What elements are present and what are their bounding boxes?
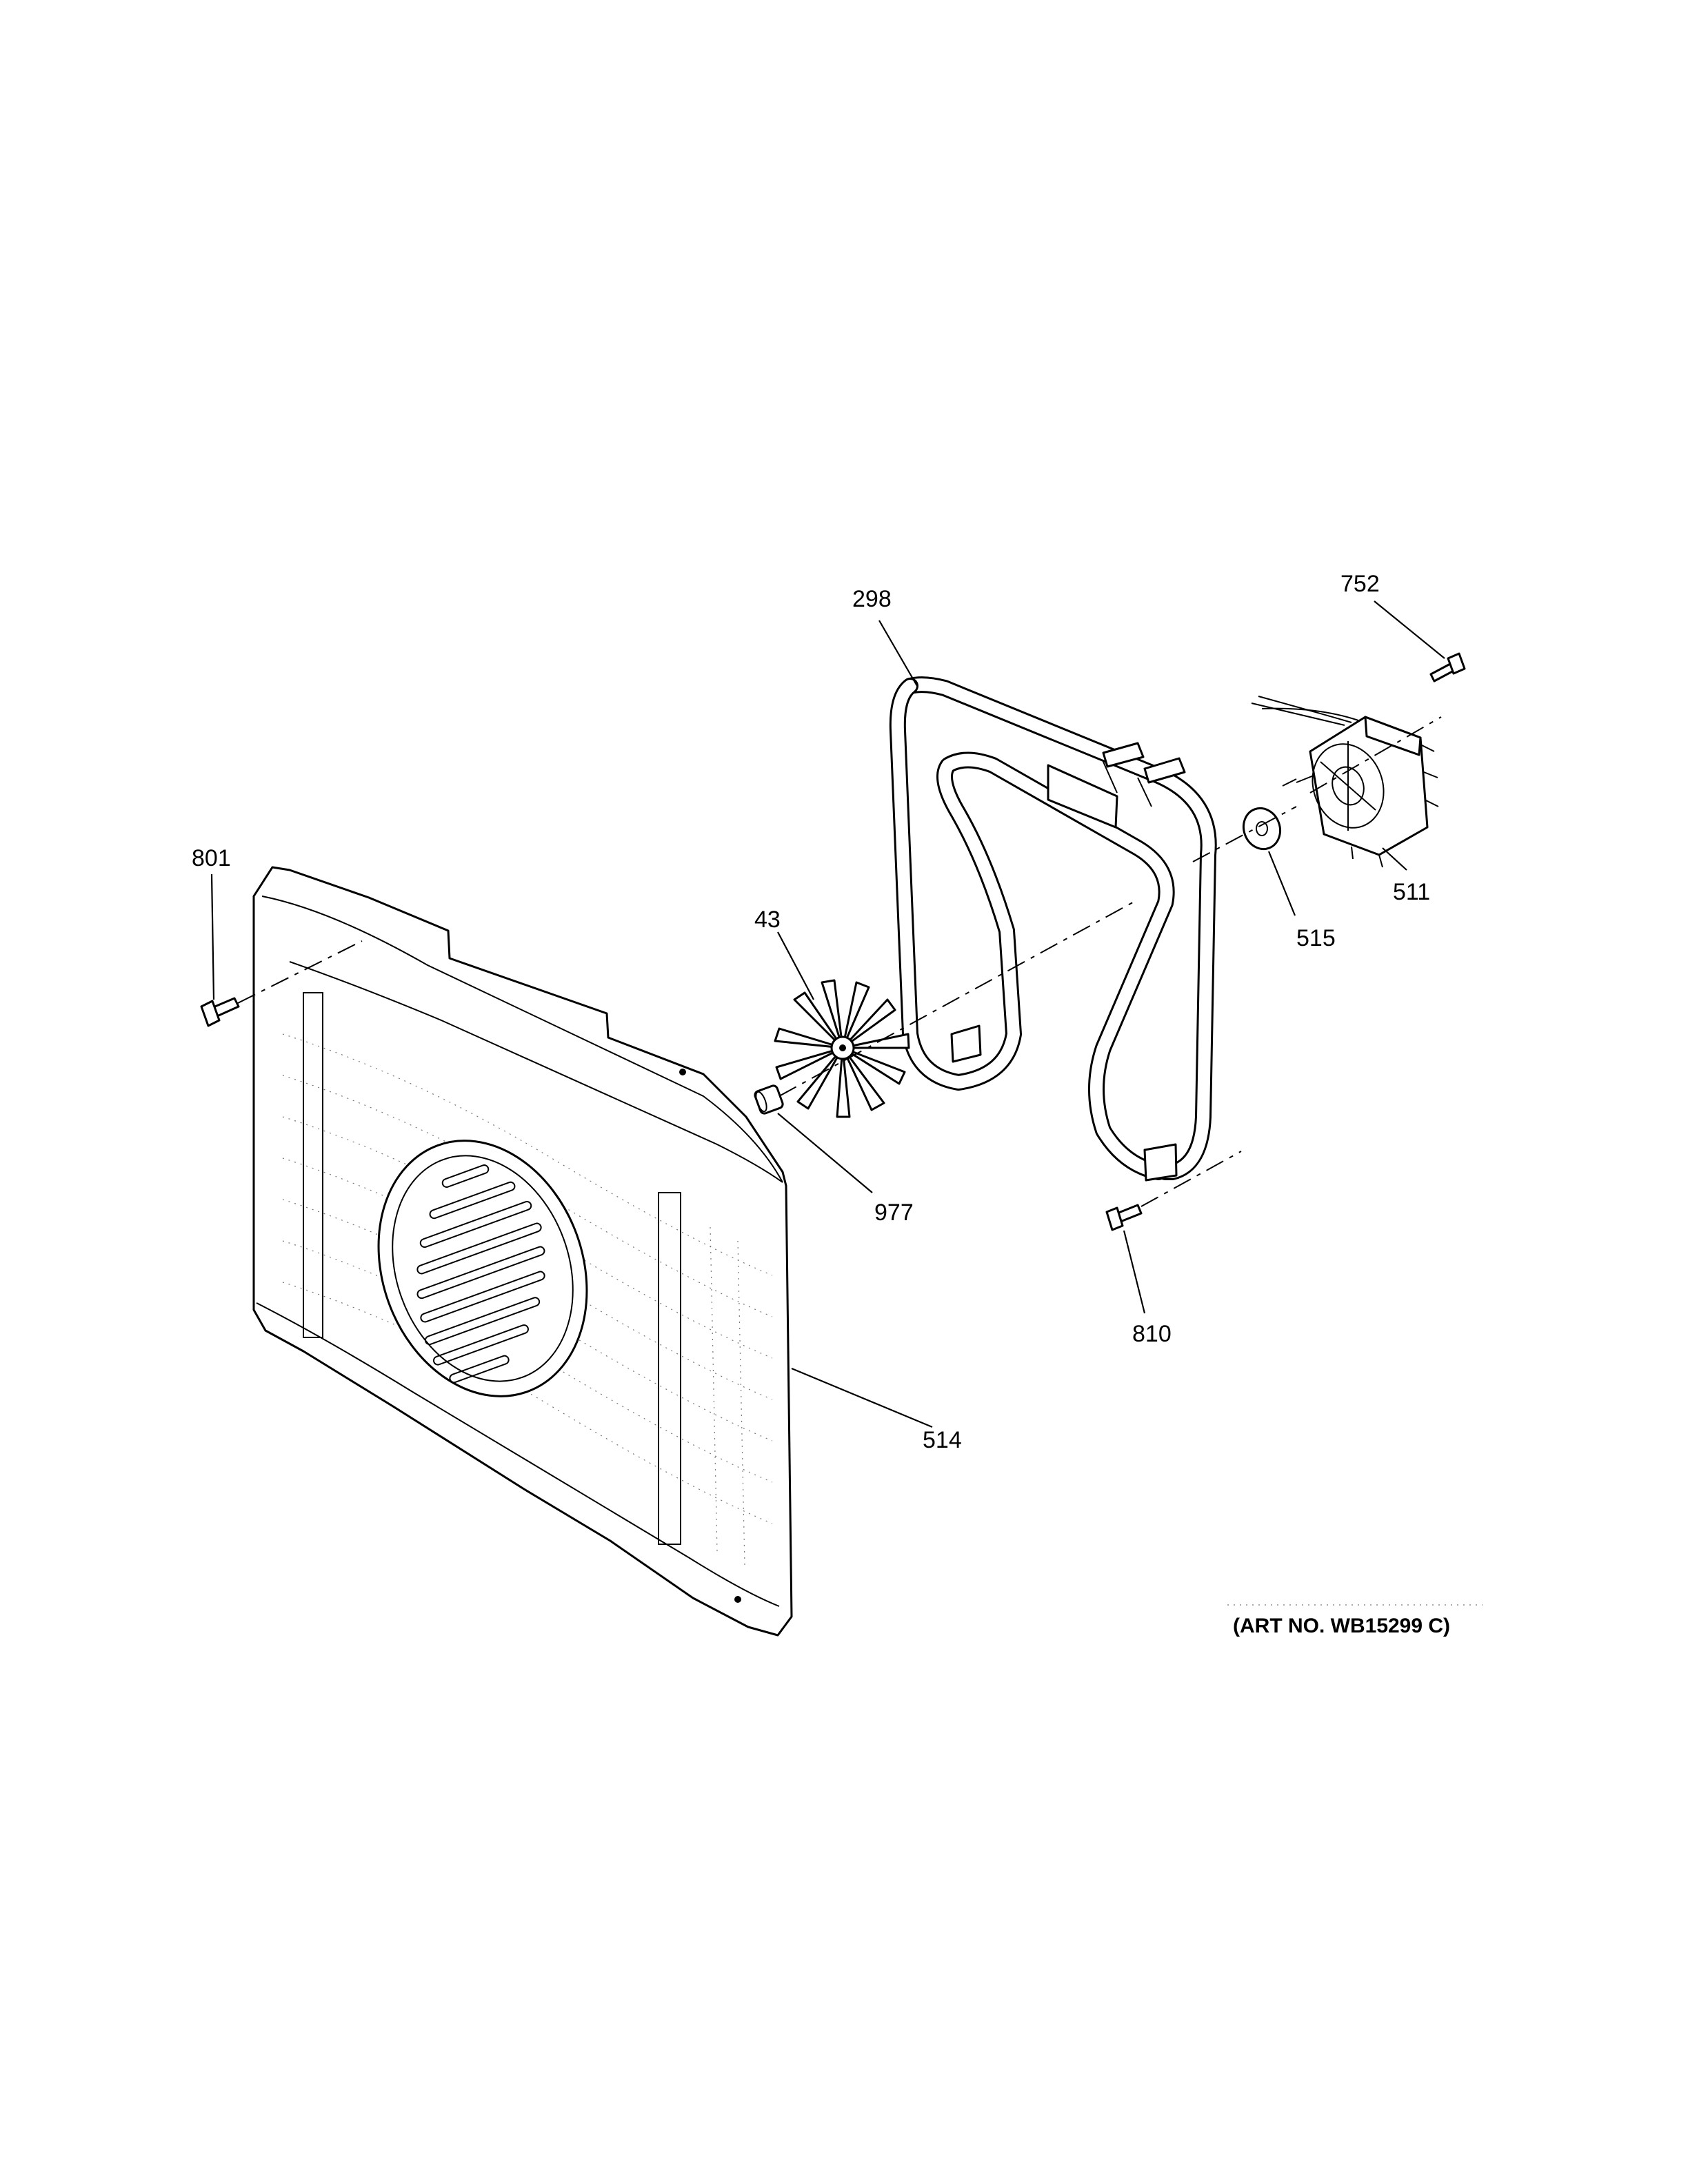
- screw-810: [1105, 1204, 1143, 1231]
- rear-panel-514: [252, 866, 793, 1637]
- callout-515: 515: [1296, 925, 1336, 951]
- art-number: (ART NO. WB15299 C): [1233, 1615, 1450, 1637]
- callout-514: 514: [923, 1427, 962, 1453]
- heating-element-298: [889, 676, 1217, 1182]
- alignment-lines: [237, 716, 1442, 1207]
- leader-lines: [210, 600, 1445, 1428]
- callout-801: 801: [192, 845, 231, 871]
- callout-43: 43: [754, 907, 781, 933]
- callout-752: 752: [1340, 571, 1380, 597]
- callout-977: 977: [874, 1200, 914, 1226]
- fan-cover-louvers: [416, 1164, 545, 1384]
- fan-motor-511: [1251, 696, 1439, 868]
- screw-801: [200, 997, 240, 1027]
- fan-blade-43: [774, 979, 910, 1118]
- hub-nut-977: [754, 1084, 784, 1115]
- washer-515: [1243, 807, 1281, 851]
- callout-511: 511: [1393, 879, 1430, 905]
- screw-752: [1429, 652, 1466, 682]
- callout-298: 298: [852, 586, 892, 612]
- callout-810: 810: [1132, 1321, 1172, 1347]
